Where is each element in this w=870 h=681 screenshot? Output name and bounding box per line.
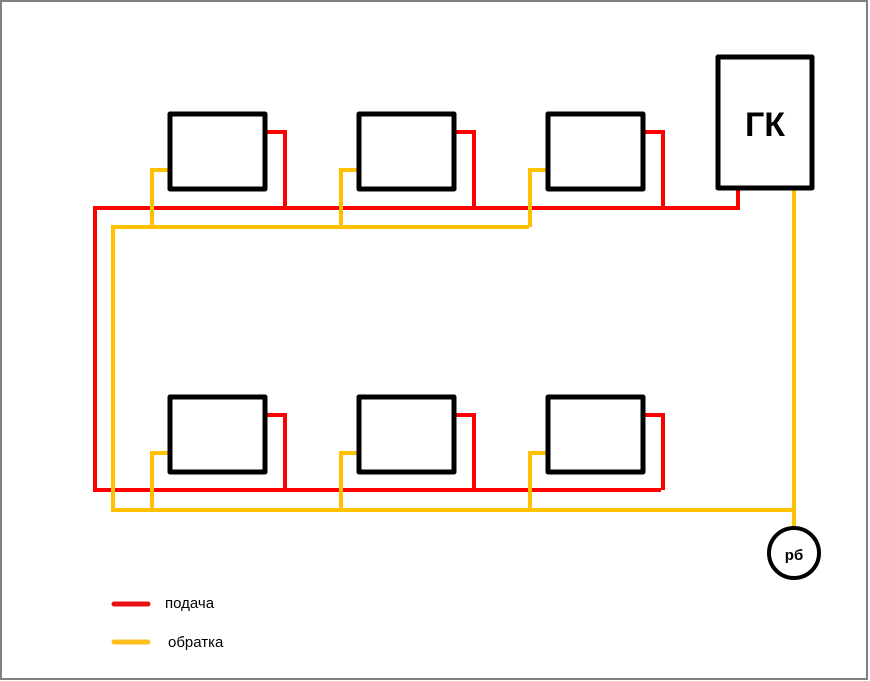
- radiator-bottom-1: [167, 394, 268, 475]
- boiler-label: ГК: [745, 106, 785, 144]
- radiator-supply-branch: [643, 413, 665, 490]
- radiator-top-3: [545, 111, 646, 192]
- radiator-return-branch: [150, 451, 170, 510]
- radiator-bottom-3: [545, 394, 646, 475]
- expansion-tank-label: рб: [785, 547, 803, 564]
- radiator-bottom-2: [356, 394, 457, 475]
- boiler: [715, 54, 815, 191]
- radiator-return-branch: [528, 168, 548, 227]
- radiator-supply-branch: [265, 130, 287, 208]
- legend-return-label: обратка: [168, 634, 224, 651]
- radiator-top-1: [167, 111, 268, 192]
- radiator-supply-branch: [643, 130, 665, 208]
- radiator-return-branch: [150, 168, 170, 227]
- radiator-return-branch: [528, 451, 548, 510]
- radiator-return-branch: [339, 168, 359, 227]
- radiator-supply-branch: [265, 413, 287, 490]
- radiator-return-branch: [339, 451, 359, 510]
- legend-supply-label: подача: [165, 595, 215, 612]
- radiator-top-2: [356, 111, 457, 192]
- radiator-supply-branch: [454, 413, 476, 490]
- return-main: [111, 225, 794, 512]
- radiator-supply-branch: [454, 130, 476, 208]
- expansion-tank: [767, 526, 821, 580]
